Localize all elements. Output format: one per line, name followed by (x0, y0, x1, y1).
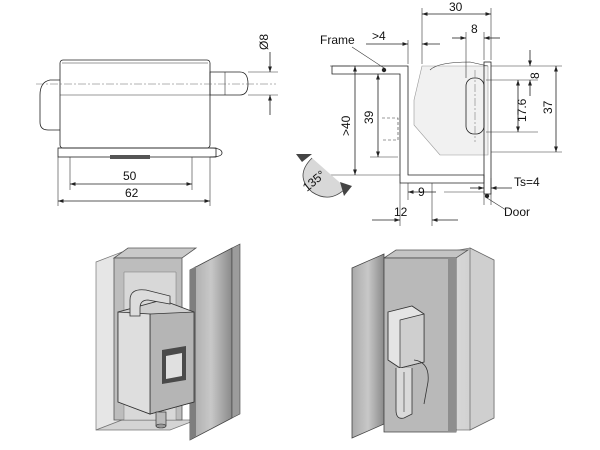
door-label: Door (504, 205, 530, 219)
render-rear-view (351, 247, 495, 439)
dim-left-40: >40 (339, 115, 353, 136)
dim-diameter: Ø8 (257, 34, 271, 50)
side-view: Frame Door 30 8 >4 8 17.6 37 (296, 0, 562, 226)
hinge-body (59, 59, 211, 149)
dim-bottom-12: 12 (394, 205, 408, 219)
frame-label: Frame (320, 33, 355, 47)
dim-top-8: 8 (471, 22, 478, 36)
dim-right-8: 8 (528, 72, 542, 79)
hinge-knob (39, 79, 60, 131)
dim-width-62: 62 (125, 186, 139, 200)
dim-right-37: 37 (541, 100, 555, 114)
render-closed-view (95, 243, 241, 441)
thickness-label: Ts=4 (514, 175, 540, 189)
dim-width-50: 50 (123, 169, 137, 183)
dim-right-17-6: 17.6 (515, 98, 529, 122)
dim-frame-offset: >4 (372, 29, 386, 43)
dim-left-39: 39 (362, 110, 376, 124)
dim-bottom-9: 9 (418, 185, 425, 199)
front-view: Ø8 50 62 (36, 34, 278, 206)
hinge-pin (209, 71, 249, 96)
dim-top-30: 30 (449, 0, 463, 14)
